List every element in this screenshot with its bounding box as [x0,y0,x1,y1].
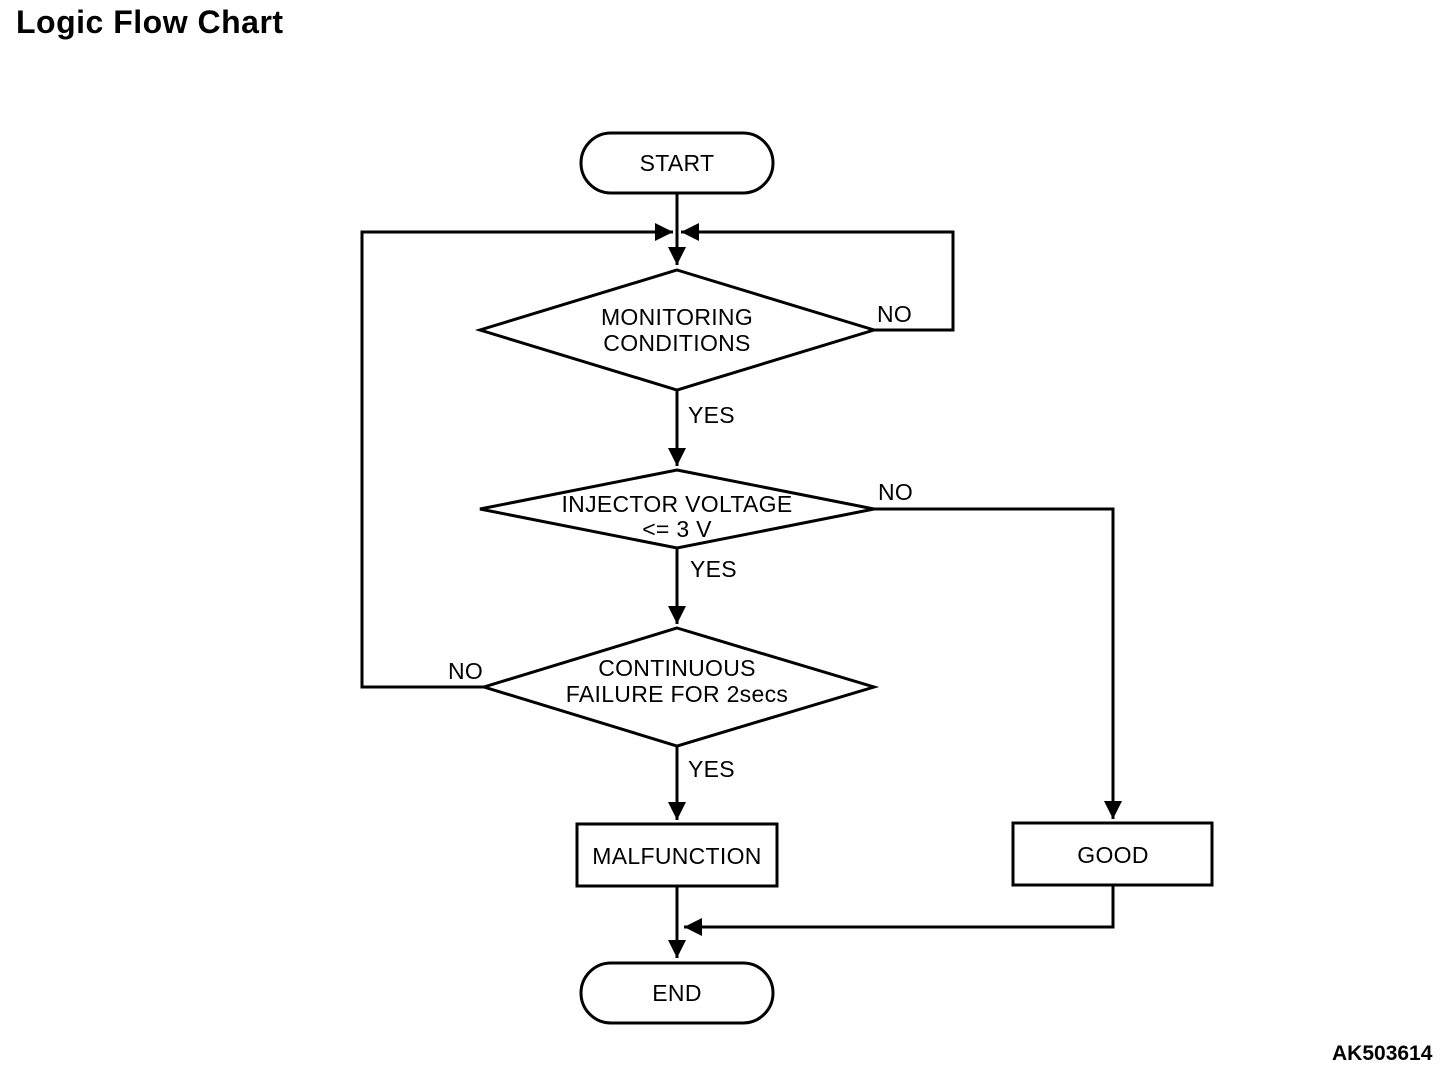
injector-voltage-label-line1: INJECTOR VOLTAGE [561,491,792,517]
page-title: Logic Flow Chart [16,4,284,40]
monitoring-conditions-label-line2: CONDITIONS [603,330,750,356]
label-continuous-no: NO [448,658,483,684]
label-monitoring-yes: YES [688,402,735,428]
figure-code: AK503614 [1332,1042,1433,1065]
edge-continuous-no-loop [360,223,673,689]
end-label: END [652,980,701,1006]
monitoring-conditions-label-line1: MONITORING [601,304,753,330]
continuous-failure-label-line2: FAILURE FOR 2secs [566,681,788,707]
label-monitoring-no: NO [877,301,912,327]
injector-voltage-label-line2: <= 3 V [642,516,712,542]
continuous-failure-label-line1: CONTINUOUS [598,655,756,681]
label-injector-yes: YES [690,556,737,582]
end-node [579,961,775,1025]
edge-good-to-end [684,885,1115,936]
label-injector-no: NO [878,479,913,505]
start-label: START [640,150,715,176]
label-continuous-yes: YES [688,756,735,782]
edge-injector-no-to-good [874,507,1122,819]
good-label: GOOD [1077,842,1148,868]
malfunction-label: MALFUNCTION [592,843,761,869]
edge-monitoring-no-loop [681,223,955,332]
